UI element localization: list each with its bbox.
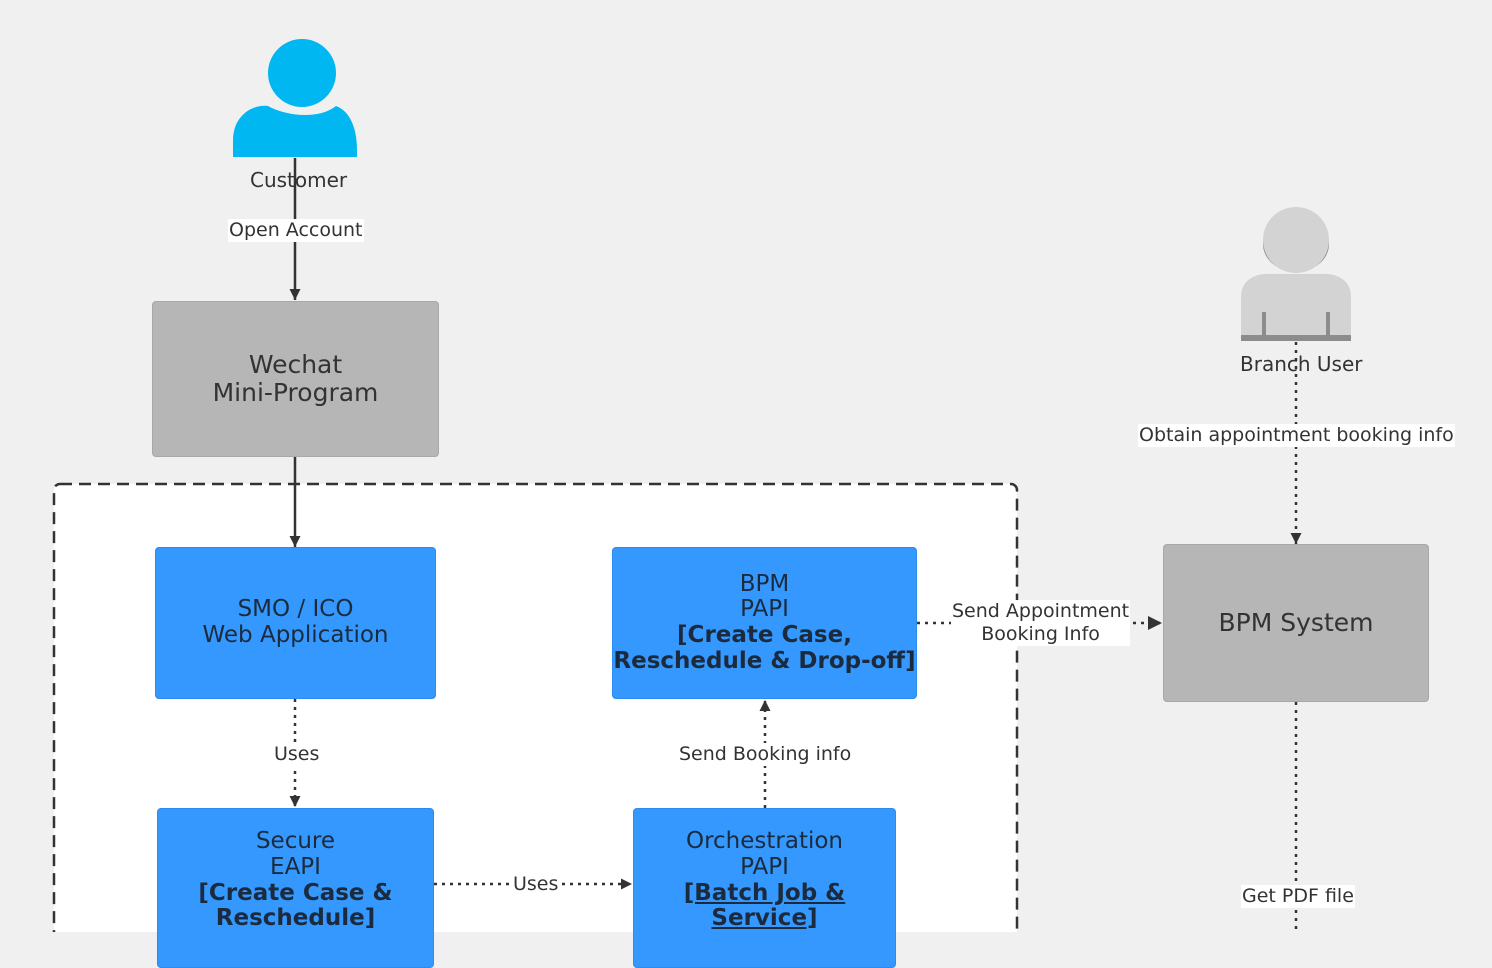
diagram-canvas xyxy=(52,39,1351,932)
secure-eapi-node[interactable]: Secure EAPI [Create Case & Reschedule] xyxy=(157,808,434,968)
bpm-papi-line-2: PAPI xyxy=(740,596,789,623)
customer-person-icon xyxy=(233,39,357,157)
secure-eapi-line-1: Secure xyxy=(255,828,336,854)
bpm-papi-node[interactable]: BPM PAPI [Create Case, Reschedule & Drop… xyxy=(612,547,917,699)
send-appointment-line-1: Send Appointment xyxy=(952,600,1130,622)
secure-eapi-line-2: EAPI xyxy=(270,853,321,880)
customer-label: Customer xyxy=(250,168,348,192)
bpm-papi-tech-1: [Create Case, xyxy=(677,622,852,648)
wechat-mini-program-node[interactable]: Wechat Mini-Program xyxy=(152,301,439,457)
orchestration-tech-1: [Batch Job & xyxy=(683,879,846,906)
wechat-line-1: Wechat xyxy=(248,350,343,379)
bpm-papi-tech-2: Reschedule & Drop-off] xyxy=(613,647,916,674)
branch-user-label: Branch User xyxy=(1240,352,1363,376)
bpm-papi-line-1: BPM xyxy=(739,570,790,597)
branch-user-person-icon xyxy=(1241,207,1351,341)
bpm-system-line-1: BPM System xyxy=(1218,608,1374,637)
secure-eapi-tech-1: [Create Case & xyxy=(198,879,393,906)
edge-label-obtain-info: Obtain appointment booking info xyxy=(1138,424,1455,448)
edge-label-get-pdf: Get PDF file xyxy=(1241,885,1355,909)
wechat-line-2: Mini-Program xyxy=(212,378,379,407)
send-appointment-line-2: Booking Info xyxy=(981,623,1100,646)
orchestration-papi-node[interactable]: Orchestration PAPI [Batch Job & Service] xyxy=(633,808,896,968)
bpm-system-node[interactable]: BPM System xyxy=(1163,544,1429,702)
orchestration-line-2: PAPI xyxy=(740,853,789,880)
edge-label-send-appointment: Send Appointment Booking Info xyxy=(951,600,1131,647)
orchestration-line-1: Orchestration xyxy=(685,828,844,854)
edge-label-open-account: Open Account xyxy=(228,219,364,243)
smo-web-application-node[interactable]: SMO / ICO Web Application xyxy=(155,547,436,699)
secure-eapi-tech-2: Reschedule] xyxy=(215,905,376,932)
smo-line-2: Web Application xyxy=(202,622,389,648)
orchestration-tech-2: Service] xyxy=(711,905,818,932)
edge-label-uses-1: Uses xyxy=(273,743,321,767)
smo-line-1: SMO / ICO xyxy=(237,596,354,623)
edge-label-uses-2: Uses xyxy=(512,873,560,897)
edge-label-send-booking: Send Booking info xyxy=(678,743,853,767)
